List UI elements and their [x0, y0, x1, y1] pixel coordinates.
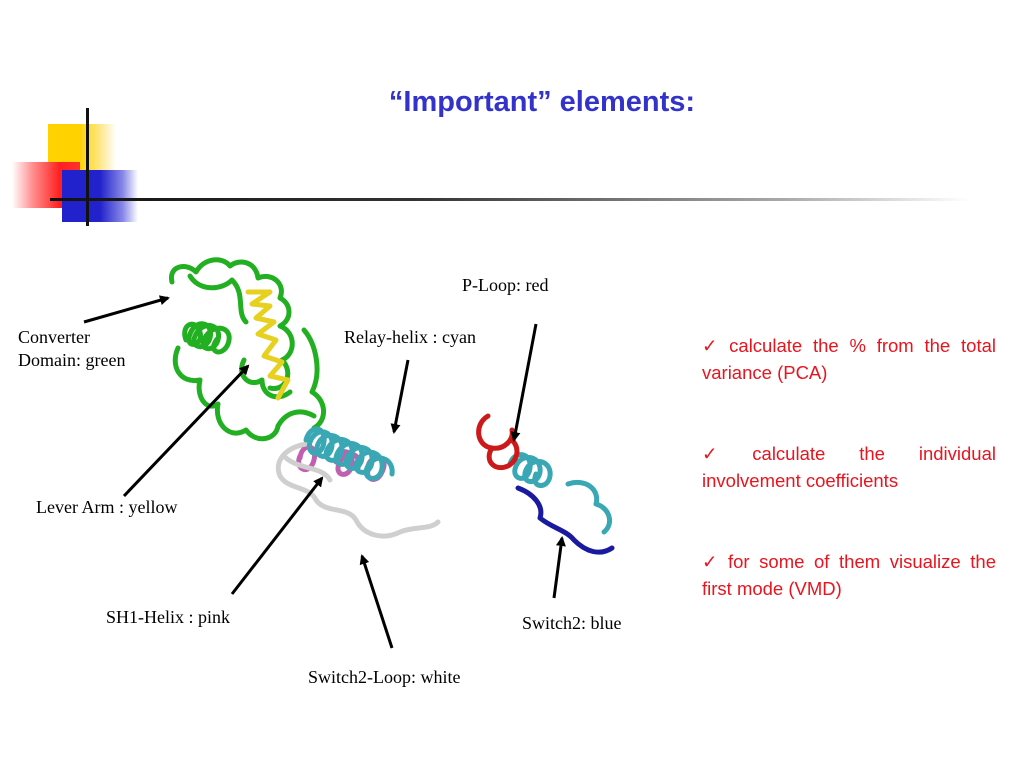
label-converter-domain: Converter Domain: green	[18, 326, 125, 372]
slide-title: “Important” elements:	[388, 86, 696, 118]
bullet-item: ✓calculate the individual involvement co…	[702, 440, 996, 494]
label-converter-domain-line1: Converter	[18, 327, 90, 347]
checkmark-icon: ✓	[702, 443, 747, 464]
bullet-item: ✓calculate the % from the total variance…	[702, 332, 996, 386]
label-converter-domain-line2: Domain: green	[18, 350, 126, 370]
arrow-relay-helix	[390, 359, 410, 434]
lever-arm-yellow	[245, 289, 291, 401]
arrow-sh1-helix	[230, 476, 324, 595]
switch2-blue	[515, 485, 615, 555]
arrow-switch2	[552, 536, 566, 599]
decoration-blue-square	[62, 170, 138, 222]
relay-helix-cyan	[303, 426, 613, 535]
arrow-lever-arm	[122, 364, 250, 498]
label-switch2-loop: Switch2-Loop: white	[308, 667, 461, 687]
label-lever-arm: Lever Arm : yellow	[36, 497, 178, 517]
label-switch2: Switch2: blue	[522, 613, 622, 633]
bullet-text: calculate the individual involvement coe…	[702, 443, 996, 491]
bullet-text: for some of them visualize the first mod…	[702, 551, 996, 599]
decoration-horizontal-line	[50, 198, 970, 201]
label-sh1-helix: SH1-Helix : pink	[106, 607, 230, 627]
arrow-switch2-loop	[359, 554, 394, 649]
checkmark-icon: ✓	[702, 335, 724, 356]
label-relay-helix: Relay-helix : cyan	[344, 327, 476, 347]
decoration-vertical-line	[86, 108, 89, 226]
bullet-item: ✓for some of them visualize the first mo…	[702, 548, 996, 602]
bullet-text: calculate the % from the total variance …	[702, 335, 996, 383]
checkmark-icon: ✓	[702, 551, 722, 572]
label-p-loop: P-Loop: red	[462, 275, 549, 295]
switch2-loop-white	[275, 441, 441, 539]
arrow-p-loop	[510, 323, 538, 442]
converter-domain-green	[168, 257, 326, 442]
arrow-converter-domain	[83, 295, 170, 324]
bullet-list: ✓calculate the % from the total variance…	[702, 332, 996, 656]
